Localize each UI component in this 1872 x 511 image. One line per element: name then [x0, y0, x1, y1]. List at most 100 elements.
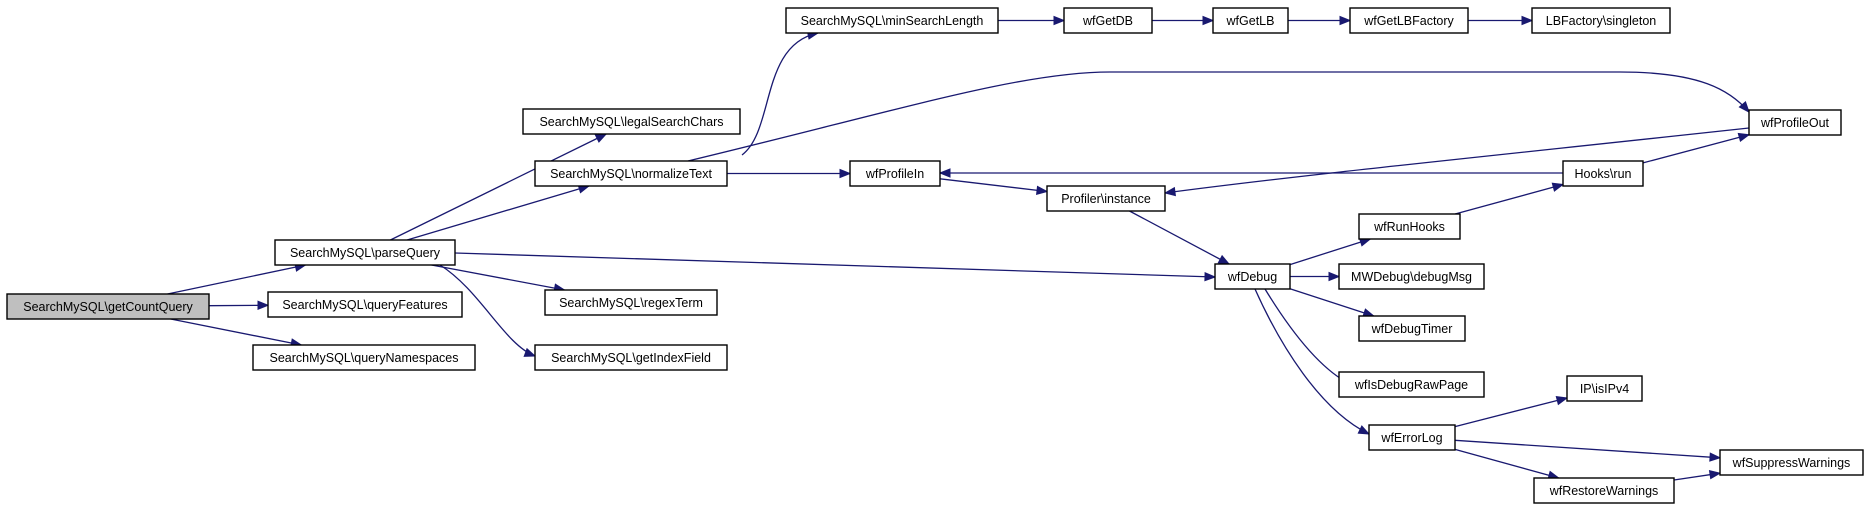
edge-line	[1129, 210, 1230, 265]
node-box	[1562, 160, 1644, 187]
edge-n17-to-n19	[1290, 271, 1341, 282]
node-label: IP\isIPv4	[1580, 382, 1629, 396]
edge-n22-to-n23	[1454, 396, 1569, 428]
node-box	[252, 344, 476, 371]
node-box	[1748, 109, 1842, 136]
node-label: wfGetLB	[1226, 14, 1275, 28]
node-label: wfIsDebugRawPage	[1354, 378, 1468, 392]
graph-node-n4[interactable]: SearchMySQL\legalSearchChars	[522, 108, 741, 135]
edge-line	[431, 264, 565, 291]
node-label: SearchMySQL\normalizeText	[550, 167, 712, 181]
graph-node-n12[interactable]: LBFactory\singleton	[1531, 7, 1671, 34]
edge-n17-to-n20	[1289, 288, 1375, 318]
graph-node-n11[interactable]: wfGetLBFactory	[1349, 7, 1469, 34]
node-box	[1338, 263, 1485, 290]
node-box	[849, 160, 941, 187]
edge-line	[1454, 439, 1721, 459]
arrowhead-icon	[1217, 254, 1231, 265]
graph-node-n2[interactable]: SearchMySQL\queryFeatures	[267, 291, 463, 318]
node-box	[522, 108, 741, 135]
graph-node-n3[interactable]: SearchMySQL\queryNamespaces	[252, 344, 476, 371]
node-label: wfRestoreWarnings	[1549, 484, 1659, 498]
edge-n1-to-n7	[439, 264, 537, 357]
node-box	[1212, 7, 1289, 34]
edge-line	[439, 264, 536, 357]
graph-node-n7[interactable]: SearchMySQL\getIndexField	[534, 344, 728, 371]
node-label: wfDebugTimer	[1371, 322, 1453, 336]
graph-node-n9[interactable]: wfGetDB	[1063, 7, 1153, 34]
node-label: SearchMySQL\queryNamespaces	[270, 351, 459, 365]
edge-line	[939, 178, 1048, 193]
graph-node-n14[interactable]: Profiler\instance	[1046, 185, 1166, 212]
node-label: MWDebug\debugMsg	[1351, 270, 1472, 284]
node-box	[1349, 7, 1469, 34]
graph-node-n22[interactable]: wfErrorLog	[1368, 424, 1456, 451]
node-box	[1063, 7, 1153, 34]
edge-n17-to-n22	[1254, 288, 1371, 435]
graph-node-n6[interactable]: SearchMySQL\regexTerm	[544, 289, 718, 316]
edge-line	[1164, 127, 1750, 194]
node-label: SearchMySQL\minSearchLength	[801, 14, 984, 28]
graph-node-n8[interactable]: SearchMySQL\minSearchLength	[785, 7, 999, 34]
node-label: wfGetLBFactory	[1363, 14, 1454, 28]
arrowhead-icon	[594, 133, 608, 143]
edge-n16-to-n13	[938, 168, 1563, 178]
graph-node-n16[interactable]: Hooks\run	[1562, 160, 1644, 187]
node-box	[1719, 449, 1864, 476]
edge-line	[1454, 183, 1564, 215]
edge-line	[1642, 134, 1750, 164]
arrowhead-icon	[839, 168, 852, 179]
node-box	[1531, 7, 1671, 34]
node-label: SearchMySQL\getIndexField	[551, 351, 711, 365]
node-box	[1046, 185, 1166, 212]
edge-n0-to-n1	[167, 262, 307, 295]
arrowhead-icon	[1555, 396, 1569, 406]
graph-node-n17[interactable]: wfDebug	[1214, 263, 1291, 290]
node-box	[6, 293, 210, 320]
arrowhead-icon	[1328, 271, 1341, 282]
node-label: wfProfileIn	[865, 167, 924, 181]
graph-node-n18[interactable]: wfRunHooks	[1358, 213, 1461, 240]
edge-line	[390, 133, 607, 241]
graph-node-n13[interactable]: wfProfileIn	[849, 160, 941, 187]
edge-n0-to-n2	[208, 300, 270, 311]
edge-line	[454, 252, 1216, 278]
graph-node-n5[interactable]: SearchMySQL\normalizeText	[534, 160, 728, 187]
edge-n16-to-n15	[1642, 132, 1751, 164]
edge-n1-to-n5	[406, 184, 591, 241]
arrowhead-icon	[938, 168, 951, 178]
arrowhead-icon	[1163, 186, 1176, 197]
node-box	[1338, 371, 1485, 398]
node-label: Hooks\run	[1575, 167, 1632, 181]
graph-node-n1[interactable]: SearchMySQL\parseQuery	[274, 239, 456, 266]
graph-node-n23[interactable]: IP\isIPv4	[1566, 375, 1643, 402]
graph-node-n25[interactable]: wfRestoreWarnings	[1533, 477, 1675, 504]
arrowhead-icon	[1339, 15, 1352, 26]
call-graph-nodes: SearchMySQL\getCountQuery SearchMySQL\par…	[6, 7, 1864, 504]
node-box	[1214, 263, 1291, 290]
node-box	[544, 289, 718, 316]
graph-node-n21[interactable]: wfIsDebugRawPage	[1338, 371, 1485, 398]
arrowhead-icon	[1204, 271, 1217, 282]
node-box	[1533, 477, 1675, 504]
edge-n25-to-n24	[1673, 470, 1722, 481]
graph-node-n10[interactable]: wfGetLB	[1212, 7, 1289, 34]
edge-line	[1454, 448, 1559, 479]
arrowhead-icon	[257, 300, 270, 311]
edge-n8-to-n9	[998, 15, 1066, 26]
node-box	[785, 7, 999, 34]
edge-n0-to-n3	[170, 318, 303, 348]
node-label: wfProfileOut	[1760, 116, 1830, 130]
graph-node-n19[interactable]: MWDebug\debugMsg	[1338, 263, 1485, 290]
graph-node-n24[interactable]: wfSuppressWarnings	[1719, 449, 1864, 476]
node-label: SearchMySQL\parseQuery	[290, 246, 441, 260]
edge-n13-to-n14	[939, 178, 1049, 195]
graph-node-n0[interactable]: SearchMySQL\getCountQuery	[6, 293, 210, 320]
graph-node-n20[interactable]: wfDebugTimer	[1358, 315, 1466, 342]
graph-node-n15[interactable]: wfProfileOut	[1748, 109, 1842, 136]
arrowhead-icon	[1036, 185, 1049, 195]
arrowhead-icon	[1737, 132, 1751, 143]
node-label: LBFactory\singleton	[1546, 14, 1657, 28]
arrowhead-icon	[1053, 15, 1066, 26]
